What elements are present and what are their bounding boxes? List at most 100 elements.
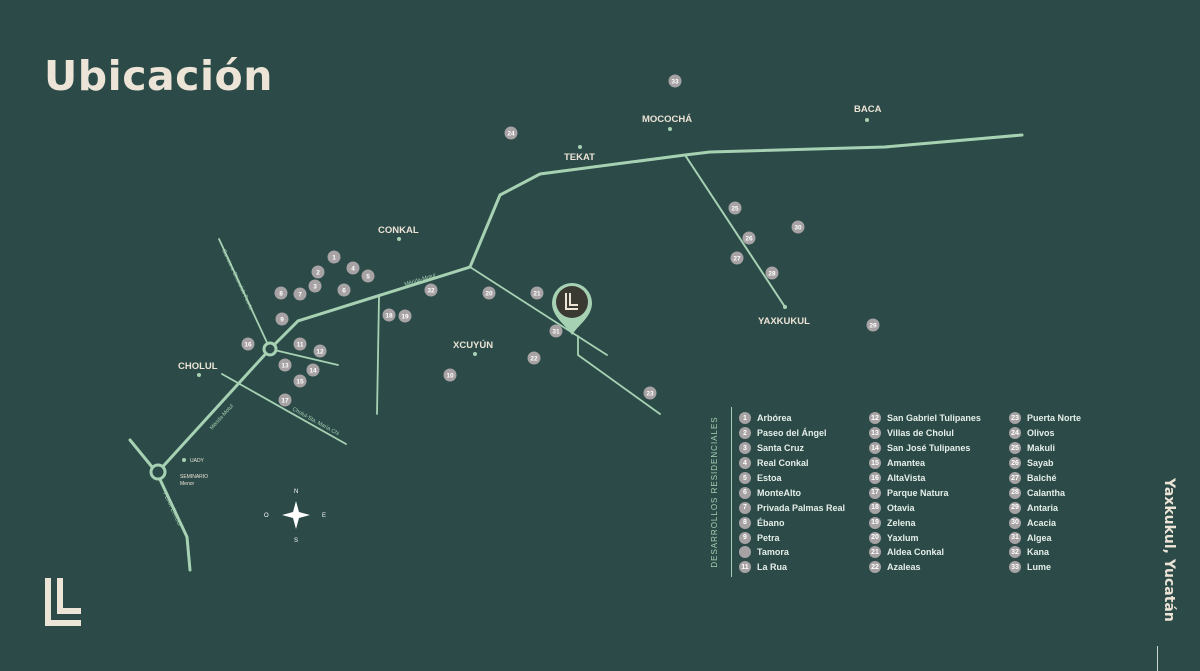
place-conkal: CONKAL	[378, 225, 419, 236]
legend-name: Petra	[757, 532, 780, 543]
development-marker: 28	[765, 266, 779, 280]
place-dot-yaxkukul	[783, 305, 787, 309]
legend-name: Azaleas	[887, 562, 921, 573]
marker-circle	[482, 286, 496, 300]
legend-item: 29 Antaria	[1009, 500, 1081, 515]
legend-badge: 33	[1009, 561, 1021, 574]
marker-number: 12	[316, 348, 324, 355]
marker-circle	[398, 309, 412, 323]
page-title: Ubicación	[44, 52, 273, 100]
marker-circle	[530, 286, 544, 300]
road-label-merida-motul-2: Mérida-Motul	[209, 403, 235, 431]
road-label-cholul-sta-maria: Cholul-Sta. María Chi	[291, 407, 340, 438]
legend-name: Antaria	[1027, 502, 1059, 513]
place-dot-conkal	[397, 237, 401, 241]
development-marker: 12	[313, 344, 327, 358]
development-marker: 3	[308, 279, 322, 293]
small-place-labels: UADY SEMINARIO Menor	[180, 458, 208, 487]
legend-name: San Gabriel Tulipanes	[887, 413, 981, 424]
marker-circle	[527, 351, 541, 365]
marker-number: 25	[731, 205, 739, 212]
legend-badge: 31	[1009, 531, 1021, 544]
marker-circle	[866, 318, 880, 332]
legend-badge: 29	[1009, 501, 1021, 514]
compass-n: N	[294, 489, 298, 495]
marker-circle	[275, 312, 289, 326]
marker-circle	[311, 265, 325, 279]
marker-circle	[293, 287, 307, 301]
compass-star-icon	[282, 501, 310, 529]
place-dot-xcuyun	[473, 352, 477, 356]
legend-badge: 19	[869, 516, 881, 529]
marker-circle	[361, 269, 375, 283]
development-marker: 18	[382, 308, 396, 322]
place-dot-tekat	[578, 145, 582, 149]
legend-badge: 25	[1009, 442, 1021, 455]
legend-badge: 21	[869, 546, 881, 559]
place-baca: BACA	[854, 104, 882, 115]
marker-circle	[274, 286, 288, 300]
marker-circle	[443, 368, 457, 382]
marker-circle	[504, 126, 518, 140]
marker-circle	[424, 283, 438, 297]
legend-badge: 1	[739, 412, 751, 425]
legend-badge: 3	[739, 442, 751, 455]
legend-badge: 8	[739, 516, 751, 529]
legend-name: Estoa	[757, 473, 782, 483]
legend-badge: 22	[869, 561, 881, 574]
legend-divider	[731, 407, 732, 577]
legend-badge: 7	[739, 501, 751, 514]
place-yaxkukul: YAXKUKUL	[758, 316, 810, 327]
marker-number: 7	[298, 291, 302, 298]
legend-item: 22 Azaleas	[869, 560, 981, 575]
legend-badge: 32	[1009, 546, 1021, 559]
marker-number: 28	[768, 270, 776, 277]
legend-name: Ébano	[757, 517, 785, 528]
marker-circle	[742, 231, 756, 245]
marker-circle	[337, 283, 351, 297]
marker-circle	[668, 74, 682, 88]
development-marker: 14	[306, 363, 320, 377]
place-cholul: CHOLUL	[178, 361, 218, 372]
legend-name: Olivos	[1027, 428, 1055, 439]
marker-number: 15	[296, 378, 304, 385]
legend-name: Real Conkal	[757, 458, 809, 469]
marker-number: 19	[401, 313, 409, 320]
label-seminario: SEMINARIO	[180, 474, 208, 480]
marker-circle	[313, 344, 327, 358]
road-east-1	[469, 266, 608, 356]
legend-name: Algea	[1027, 532, 1052, 543]
legend-badge: 9	[739, 531, 751, 544]
legend-badge: 26	[1009, 457, 1021, 470]
marker-number: 14	[309, 367, 317, 374]
legend-item: 9 Petra	[739, 530, 845, 545]
brand-logo-icon	[45, 578, 81, 626]
development-marker: 1	[327, 250, 341, 264]
legend-badge: 18	[869, 501, 881, 514]
marker-number: 26	[745, 235, 753, 242]
development-marker: 32	[424, 283, 438, 297]
compass-e: E	[322, 513, 326, 519]
development-marker: 17	[278, 393, 292, 407]
development-marker: 27	[730, 251, 744, 265]
marker-circle	[306, 363, 320, 377]
development-marker: 26	[742, 231, 756, 245]
road-yaxkukul	[684, 154, 786, 308]
marker-number: 24	[507, 130, 515, 137]
development-marker: 29	[866, 318, 880, 332]
development-marker: 5	[361, 269, 375, 283]
